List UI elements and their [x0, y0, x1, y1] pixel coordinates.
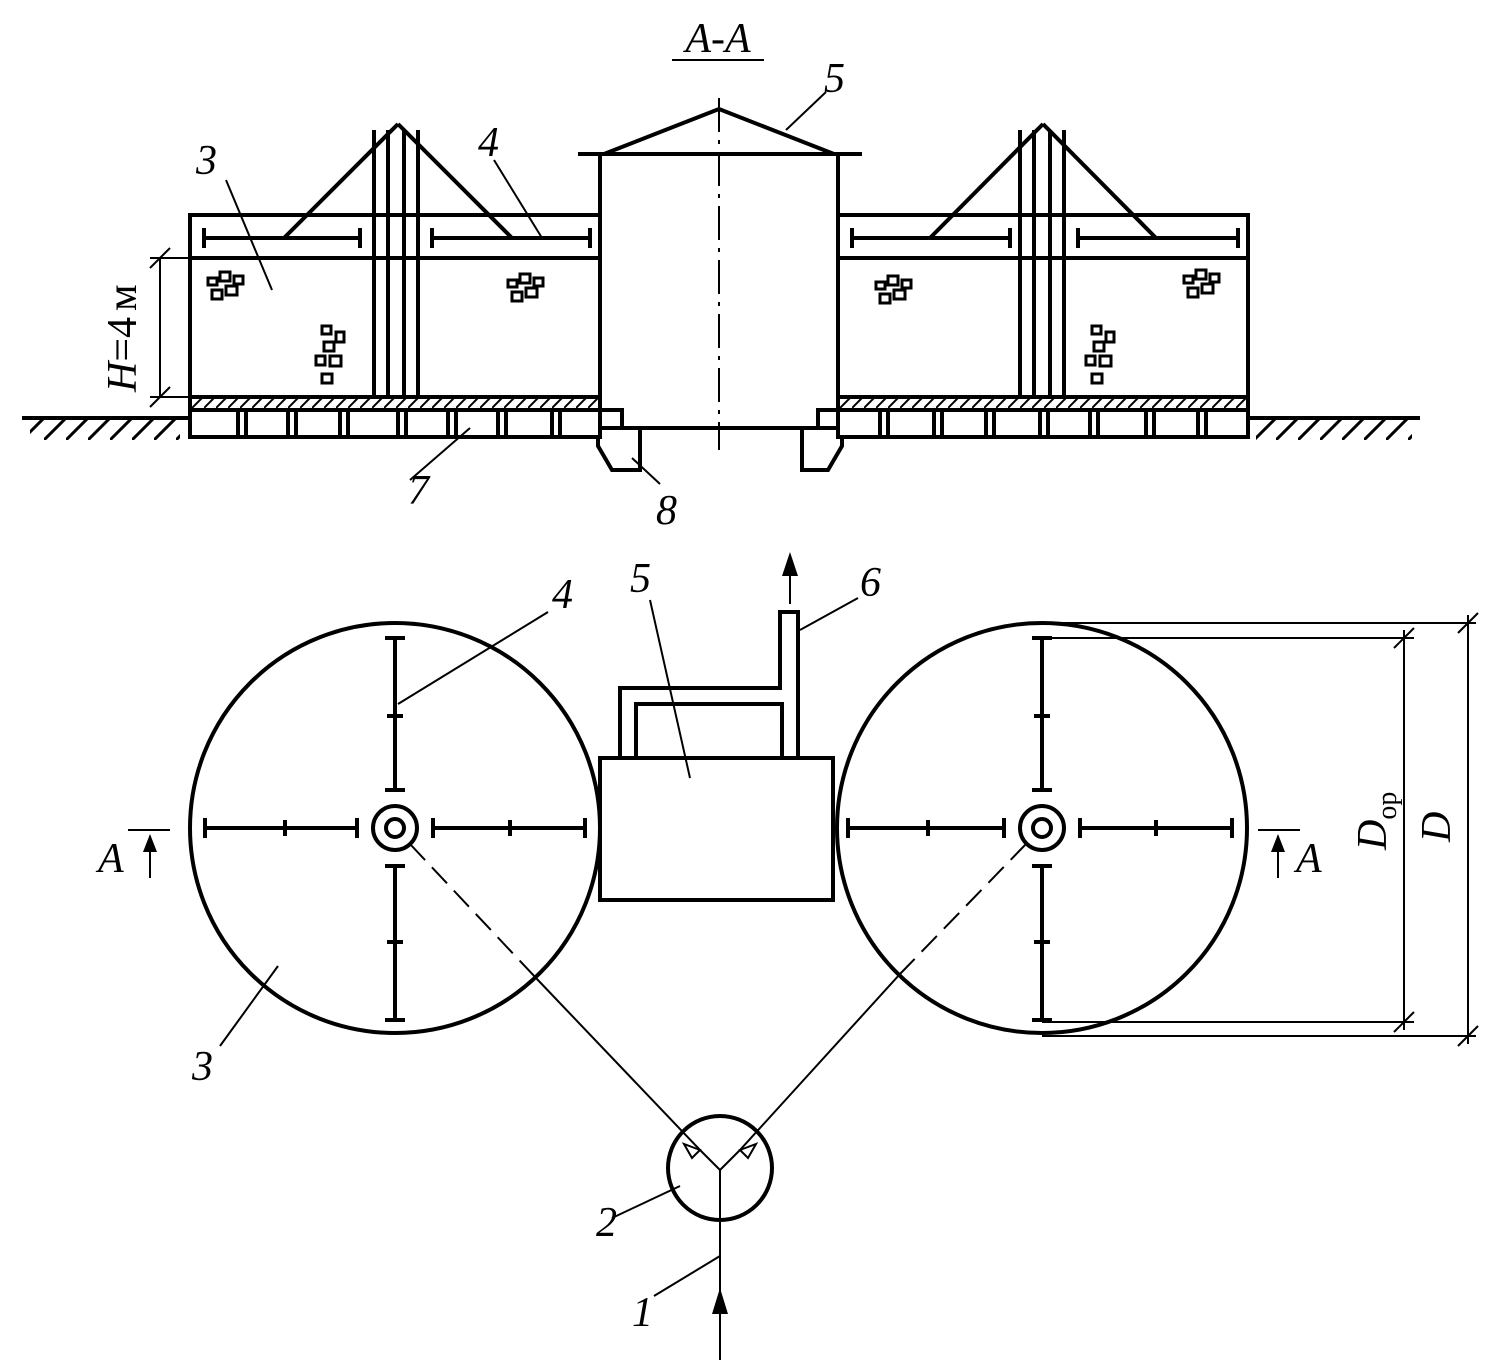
- label-4-plan: 4: [552, 572, 573, 618]
- label-5-section: 5: [824, 56, 845, 102]
- label-3-plan: 3: [191, 1044, 213, 1090]
- section-view: A-A: [22, 16, 1420, 534]
- plan-leaders: 4 5 6 3 2 1: [191, 556, 881, 1336]
- vent-duct: [618, 552, 800, 758]
- section-title: A-A: [682, 16, 751, 62]
- central-building-plan: [598, 756, 835, 902]
- label-3-section: 3: [195, 138, 217, 184]
- label-8: 8: [656, 488, 677, 534]
- height-label: H=4м: [100, 284, 146, 393]
- plan-view: A A Dор D 4 5: [95, 552, 1479, 1360]
- height-dimension: H=4м: [100, 247, 190, 408]
- cut-mark-right: A: [1258, 829, 1322, 882]
- diameter-dimensions: Dор D: [1042, 612, 1479, 1047]
- section-leaders: 3 4 5 7 8: [195, 56, 845, 534]
- cut-label-left: A: [95, 836, 124, 882]
- central-building-section: [578, 98, 862, 450]
- tank-left: [188, 621, 602, 1035]
- filter-body-left: [188, 122, 642, 472]
- label-5-plan: 5: [630, 556, 651, 602]
- ground-left: [22, 416, 190, 440]
- label-4-section: 4: [478, 120, 499, 166]
- label-1: 1: [632, 1290, 653, 1336]
- label-6: 6: [860, 560, 881, 606]
- label-d-inner: Dор: [1350, 792, 1403, 851]
- distribution-chamber: [666, 1114, 774, 1360]
- tank-right: [835, 621, 1249, 1035]
- filter-body-right: [800, 122, 1250, 472]
- cut-label-right: A: [1293, 836, 1322, 882]
- label-2: 2: [596, 1200, 617, 1246]
- cut-mark-left: A: [95, 829, 170, 882]
- feed-lines: [409, 843, 1027, 1160]
- label-7: 7: [408, 468, 431, 514]
- ground-right: [1248, 416, 1420, 440]
- label-d-outer: D: [1414, 812, 1460, 843]
